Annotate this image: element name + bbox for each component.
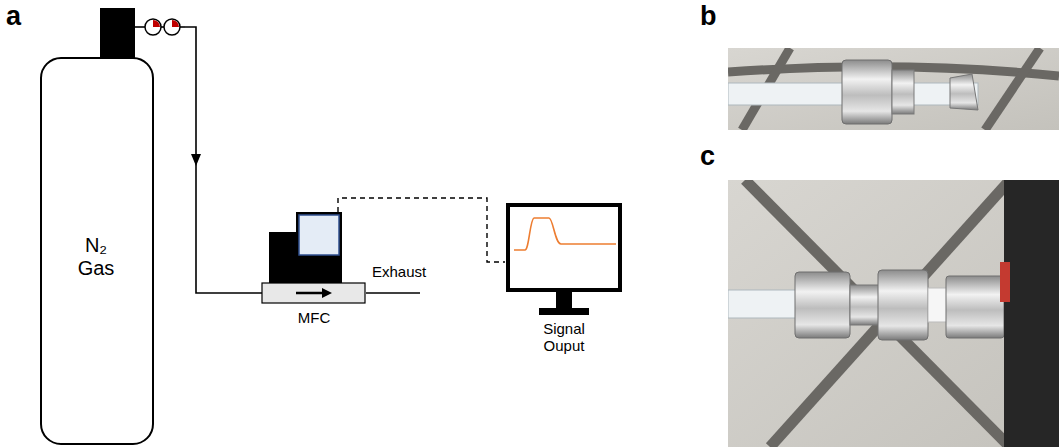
connector-line: [185, 27, 262, 293]
panel-letter: a: [6, 2, 21, 32]
mfc-display: [299, 215, 339, 255]
monitor-stand: [556, 292, 572, 309]
node-text: MFC: [262, 309, 366, 326]
signal-monitor: Signal Ouput: [505, 202, 623, 359]
signal-monitor-outline: [505, 202, 623, 322]
arrow-head: [191, 154, 201, 166]
mass-flow-controller: MFC: [262, 212, 366, 330]
connector: [185, 27, 262, 293]
cylinder-valve: [100, 8, 135, 58]
outlet-label: Exhaust: [372, 264, 426, 281]
monitor-screen: [508, 205, 620, 290]
connector: [338, 198, 505, 262]
pressure-gauge: [164, 19, 180, 35]
flow-direction-arrow: [322, 288, 332, 298]
pressure-gauge: [145, 19, 161, 35]
gas-cylinder: N₂ Gas: [40, 8, 185, 447]
gas-cylinder-outline: [40, 8, 185, 447]
mfc-body: [262, 283, 365, 303]
monitor-base: [539, 308, 589, 315]
signal-trace: [514, 218, 616, 250]
panel-letter: c: [700, 142, 715, 172]
mfc-housing: [296, 212, 342, 284]
node-text: Signal Ouput: [529, 320, 599, 355]
panel-letter: b: [700, 2, 717, 32]
exhaust-line: [366, 292, 420, 294]
connector-line: [338, 198, 505, 262]
photo-fitting-assembled: [728, 180, 1059, 447]
gauge-needle-zone: [153, 20, 160, 27]
photo-fitting-parts: [728, 48, 1059, 130]
gauge-needle-zone: [172, 20, 179, 27]
cylinder-body: [41, 58, 153, 444]
node-text: N₂ Gas: [72, 234, 120, 280]
